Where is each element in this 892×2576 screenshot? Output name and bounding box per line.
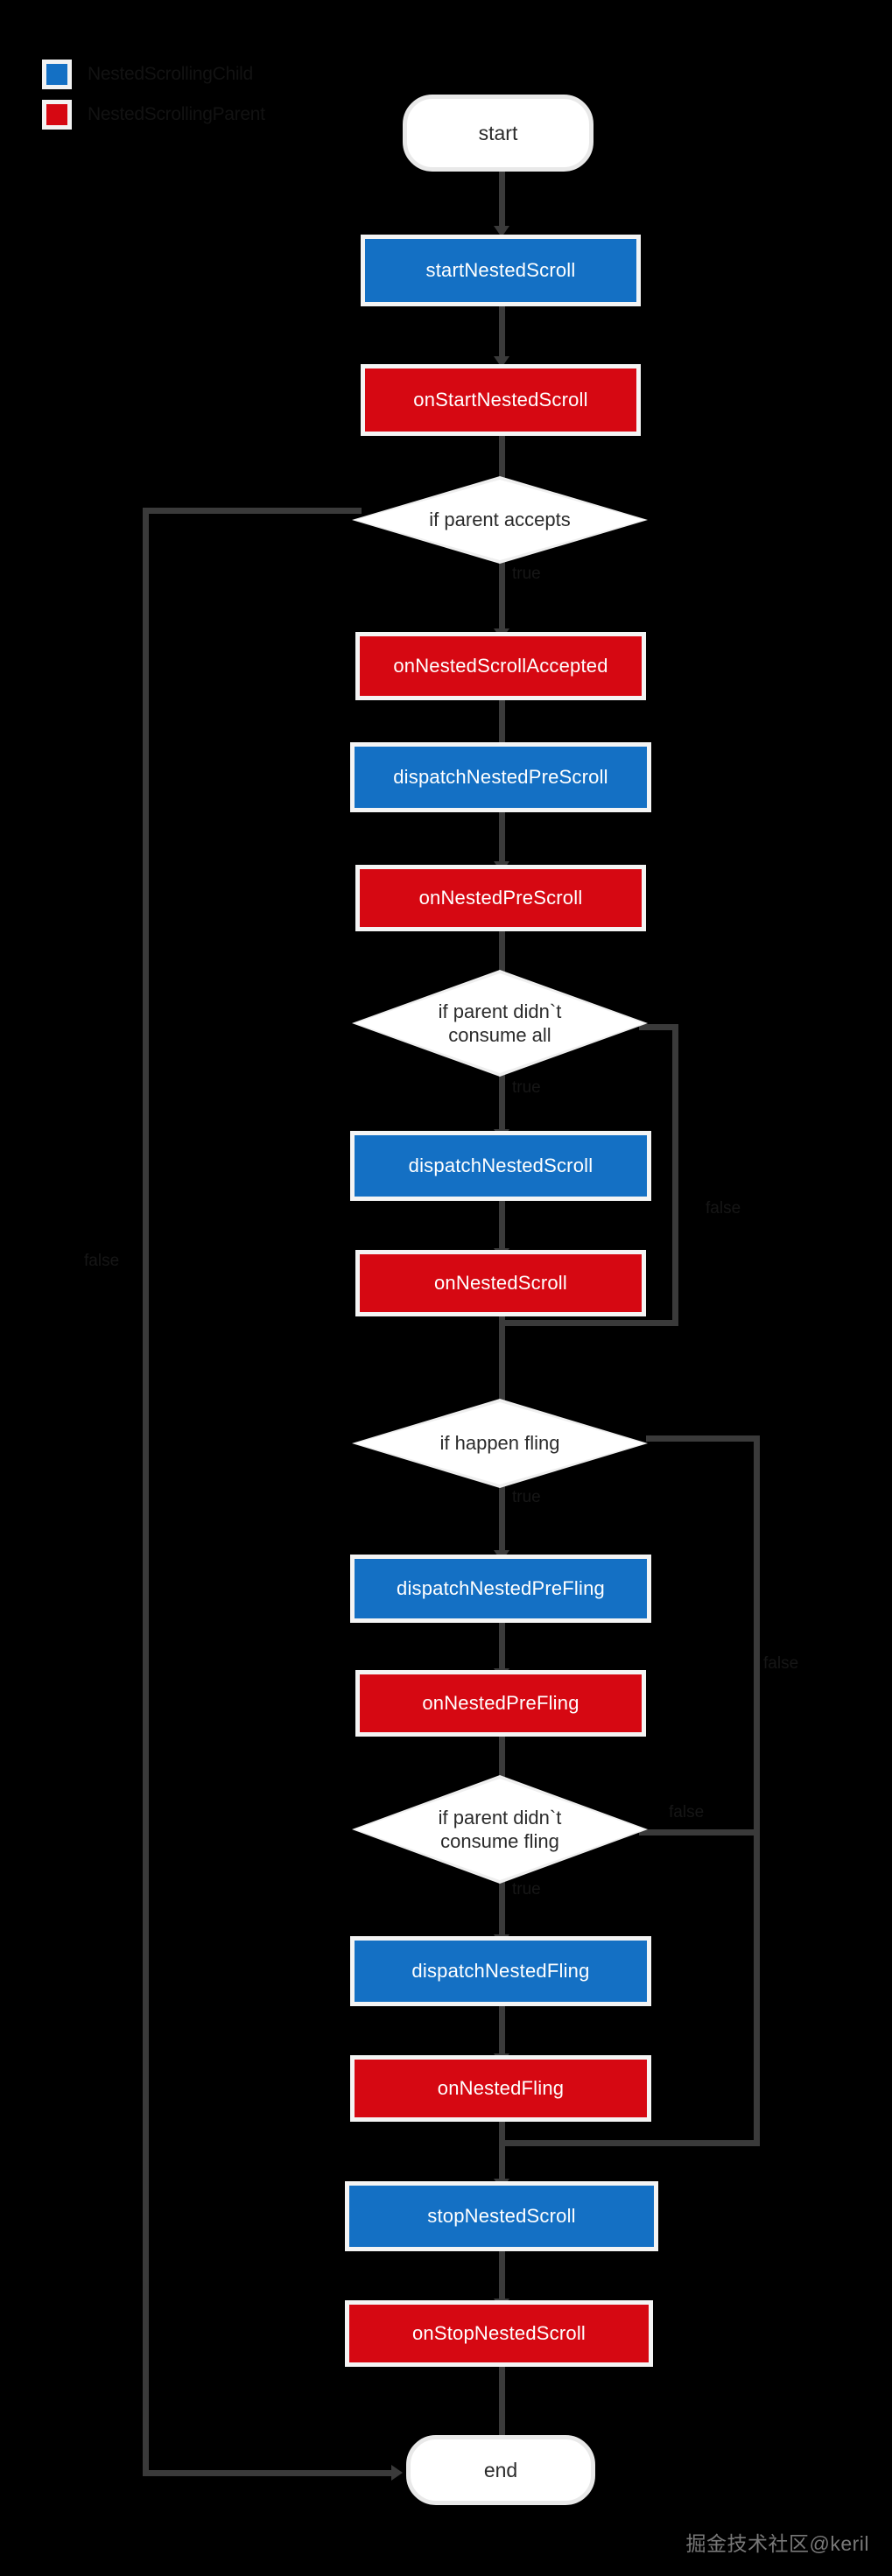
connector-start-n1	[499, 171, 505, 229]
node-on-nested-pre-scroll-label: onNestedPreScroll	[418, 887, 583, 909]
decision-text-4-line2: consume fling	[440, 1830, 559, 1852]
node-on-start-nested-scroll-label: onStartNestedScroll	[413, 389, 588, 411]
connector-d1-false-h	[143, 508, 362, 514]
connector-d4-n10	[499, 1875, 505, 1938]
connector-d3-false-merge	[499, 2140, 760, 2146]
arrowhead-start-n1-icon	[494, 226, 509, 237]
legend-label-child: NestedScrollingChild	[88, 64, 253, 84]
edge-label-d2-true: true	[512, 1078, 541, 1097]
connector-d3-false-v	[754, 1435, 760, 2146]
connector-n12-n13	[499, 2251, 505, 2302]
connector-d2-false-merge	[499, 1320, 678, 1326]
node-on-nested-pre-fling[interactable]: onNestedPreFling	[355, 1670, 646, 1737]
node-on-nested-scroll[interactable]: onNestedScroll	[355, 1250, 646, 1316]
connector-n9-d4	[499, 1733, 505, 1787]
node-dispatch-nested-fling-label: dispatchNestedFling	[411, 1960, 590, 1982]
node-stop-nested-scroll-label: stopNestedScroll	[427, 2205, 576, 2227]
connector-d1-false-to-end	[143, 2470, 395, 2476]
decision-if-happen-fling[interactable]: if happen fling	[352, 1399, 648, 1488]
node-dispatch-nested-fling[interactable]: dispatchNestedFling	[350, 1936, 651, 2006]
connector-d2-n6	[499, 1070, 505, 1133]
node-on-stop-nested-scroll[interactable]: onStopNestedScroll	[345, 2300, 653, 2367]
node-on-nested-scroll-accepted-label: onNestedScrollAccepted	[393, 655, 608, 677]
node-dispatch-nested-scroll-label: dispatchNestedScroll	[408, 1155, 593, 1176]
edge-label-d4-false: false	[669, 1803, 705, 1821]
edge-label-d3-true: true	[512, 1488, 541, 1506]
connector-d2-false-h	[639, 1024, 678, 1030]
node-dispatch-nested-pre-fling-label: dispatchNestedPreFling	[397, 1577, 605, 1599]
node-on-nested-fling[interactable]: onNestedFling	[350, 2055, 651, 2122]
node-end-label: end	[483, 2458, 518, 2481]
connector-d2-false-v	[672, 1024, 678, 1326]
connector-n7-d3	[499, 1313, 505, 1411]
connector-n13-end	[499, 2363, 505, 2444]
node-on-nested-fling-label: onNestedFling	[437, 2077, 565, 2099]
node-end[interactable]: end	[406, 2435, 595, 2505]
connector-n8-n9	[499, 1621, 505, 1672]
edge-label-d1-true: true	[512, 565, 541, 583]
decision-text-2-line1: if parent didn`t	[438, 1000, 562, 1022]
decision-text-4: if parent didn`t consume fling	[355, 1779, 644, 1880]
node-on-nested-scroll-accepted[interactable]: onNestedScrollAccepted	[355, 632, 646, 700]
node-dispatch-nested-pre-scroll-label: dispatchNestedPreScroll	[393, 766, 608, 788]
node-start-nested-scroll-label: startNestedScroll	[425, 259, 576, 281]
legend: NestedScrollingChild NestedScrollingPare…	[42, 54, 392, 135]
node-on-nested-pre-fling-label: onNestedPreFling	[422, 1692, 579, 1714]
arrowhead-false-end-icon	[391, 2465, 403, 2481]
node-start-label: start	[478, 121, 518, 144]
connector-n5-d2	[499, 928, 505, 982]
legend-swatch-red-icon	[42, 100, 72, 130]
decision-if-parent-didnt-consume-fling[interactable]: if parent didn`t consume fling	[352, 1775, 648, 1884]
decision-text-4-line1: if parent didn`t	[438, 1806, 562, 1828]
decision-text-2-line2: consume all	[448, 1024, 551, 1046]
connector-d1-n3	[499, 560, 505, 632]
connector-n11-n12	[499, 2118, 505, 2184]
connector-n3-n4	[499, 698, 505, 749]
node-on-nested-scroll-label: onNestedScroll	[434, 1272, 567, 1294]
decision-if-parent-accepts[interactable]: if parent accepts	[352, 476, 648, 564]
node-start[interactable]: start	[403, 95, 593, 172]
edge-label-d4-true: true	[512, 1880, 541, 1899]
connector-n6-n7	[499, 1201, 505, 1252]
connector-d3-n8	[499, 1484, 505, 1554]
node-dispatch-nested-scroll[interactable]: dispatchNestedScroll	[350, 1131, 651, 1201]
decision-if-parent-didnt-consume-all[interactable]: if parent didn`t consume all	[352, 970, 648, 1077]
node-dispatch-nested-pre-fling[interactable]: dispatchNestedPreFling	[350, 1555, 651, 1623]
node-on-nested-pre-scroll[interactable]: onNestedPreScroll	[355, 865, 646, 931]
edge-label-d3-false: false	[763, 1654, 799, 1673]
node-on-start-nested-scroll[interactable]: onStartNestedScroll	[361, 364, 641, 436]
connector-n2-d1	[499, 436, 505, 487]
legend-item-parent: NestedScrollingParent	[42, 95, 392, 135]
legend-swatch-blue-icon	[42, 60, 72, 89]
node-dispatch-nested-pre-scroll[interactable]: dispatchNestedPreScroll	[350, 742, 651, 812]
edge-label-d2-false: false	[706, 1199, 741, 1218]
connector-n4-n5	[499, 811, 505, 865]
decision-text-2: if parent didn`t consume all	[355, 973, 644, 1073]
edge-label-d1-false: false	[84, 1252, 120, 1270]
decision-text-3: if happen fling	[439, 1432, 560, 1455]
node-on-stop-nested-scroll-label: onStopNestedScroll	[411, 2322, 586, 2344]
connector-n10-n11	[499, 2006, 505, 2057]
legend-label-parent: NestedScrollingParent	[88, 104, 265, 124]
legend-item-child: NestedScrollingChild	[42, 54, 392, 95]
decision-text-1: if parent accepts	[429, 509, 571, 531]
connector-n1-n2	[499, 305, 505, 360]
connector-d4-false-h	[639, 1829, 757, 1835]
node-start-nested-scroll[interactable]: startNestedScroll	[361, 235, 641, 306]
connector-d1-false-v	[143, 508, 149, 2473]
node-stop-nested-scroll[interactable]: stopNestedScroll	[345, 2181, 658, 2251]
connector-d3-false-h	[646, 1435, 760, 1442]
watermark: 掘金技术社区@keril	[685, 2532, 869, 2555]
